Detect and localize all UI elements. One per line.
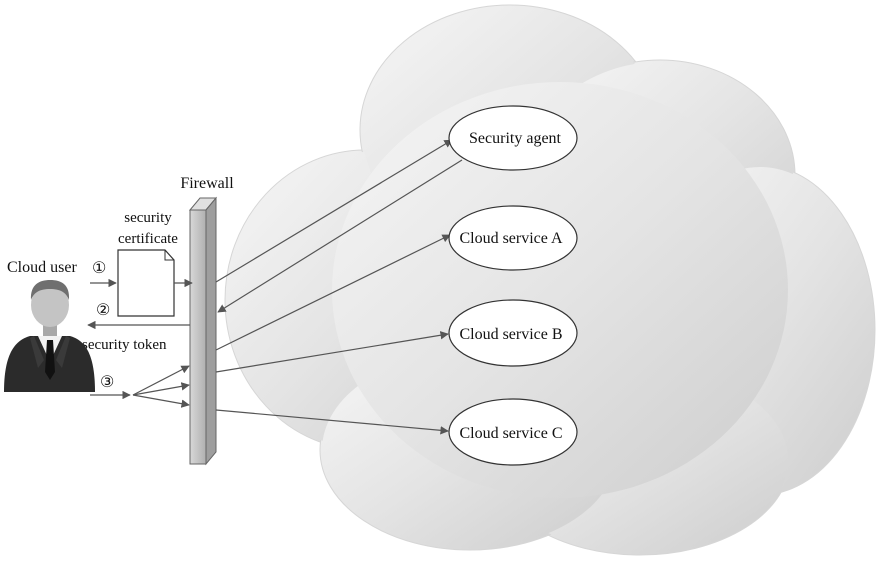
firewall [188,196,218,466]
certificate-label-line2: certificate [118,231,178,247]
cloud-shape [224,4,876,556]
arrow-step3-lower [132,394,190,408]
user-avatar-icon [4,280,95,392]
service-a-label: Cloud service A [459,230,563,247]
node-cloud-service-a: Cloud service A [448,205,578,271]
step-1-marker: ① [92,260,106,277]
arrow-to-service-b [215,331,449,373]
arrow-from-security-agent [217,159,463,313]
node-cloud-service-b: Cloud service B [448,299,578,367]
firewall-label: Firewall [180,175,234,192]
service-b-label: Cloud service B [459,326,562,343]
security-agent-label: Security agent [469,130,562,147]
step-2-marker: ② [96,302,110,319]
step-3-marker: ③ [100,374,114,391]
security-token-label: security token [82,337,167,353]
arrow-step3-middle [132,382,190,396]
arrow-to-service-a [215,234,451,351]
arrow-to-service-c [215,409,449,435]
cloud-user-label: Cloud user [7,259,77,276]
service-c-label: Cloud service C [459,425,562,442]
certificate-label-line1: security [124,210,172,226]
connection-arrows [215,139,463,435]
arrow-to-security-agent [215,139,453,283]
certificate-document-icon [117,249,175,317]
node-cloud-service-c: Cloud service C [448,398,578,466]
arrow-step3-upper [132,365,190,396]
node-security-agent: Security agent [448,105,578,171]
user-arrows [87,278,193,408]
